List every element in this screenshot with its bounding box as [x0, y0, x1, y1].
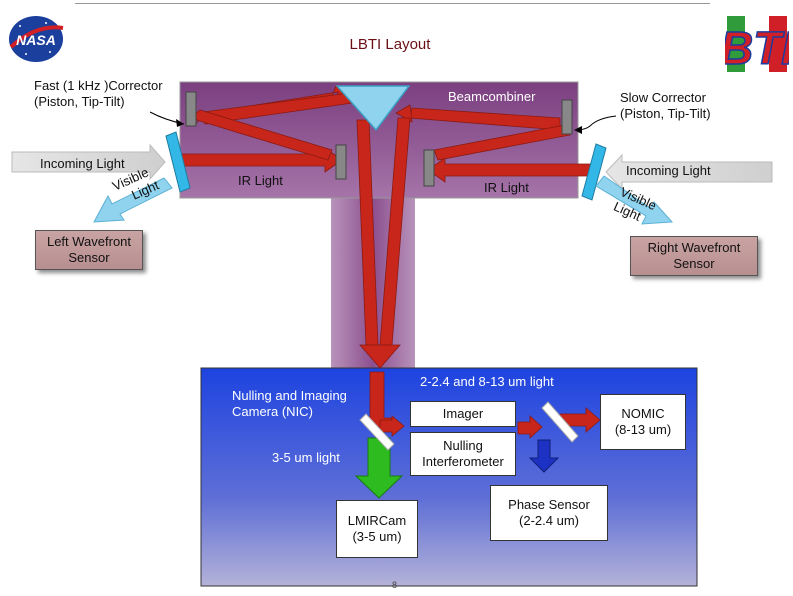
- nic-splitter-2: [541, 401, 579, 443]
- right-wavefront-sensor: Right Wavefront Sensor: [630, 236, 758, 276]
- incoming-light-left-arrow: [11, 143, 166, 181]
- lmircam-box: LMIRCam (3-5 um): [336, 500, 418, 558]
- left-ir-mirror: [335, 144, 347, 180]
- nulling-line2: Interferometer: [422, 454, 504, 469]
- slow-corrector-line2: (Piston, Tip-Tilt): [620, 106, 711, 121]
- imager-label: Imager: [442, 406, 484, 421]
- nasa-logo: NASA: [6, 14, 66, 64]
- lmircam-line1: LMIRCam: [347, 513, 407, 528]
- nomic-line2: (8-13 um): [614, 422, 672, 437]
- left-sensor-line1: Left Wavefront: [46, 234, 132, 249]
- fast-corrector-line2: (Piston, Tip-Tilt): [34, 94, 125, 109]
- nic-light-2-13-label: 2-2.4 and 8-13 um light: [420, 374, 554, 389]
- svg-text:BTI: BTI: [725, 22, 789, 74]
- phase-line1: Phase Sensor: [508, 497, 590, 512]
- slow-corrector-line1: Slow Corrector: [620, 90, 706, 105]
- nomic-box: NOMIC (8-13 um): [600, 394, 686, 450]
- imager-box: Imager: [410, 401, 516, 427]
- beamcombiner-label: Beamcombiner: [448, 89, 536, 104]
- nic-splitter: [359, 413, 395, 451]
- right-ir-mirror: [423, 149, 435, 187]
- phase-sensor-box: Phase Sensor (2-2.4 um): [490, 485, 608, 541]
- visible-light-left-arrow: [93, 177, 173, 223]
- nic-title-line2: Camera (NIC): [232, 404, 313, 419]
- incoming-light-right-arrow: [605, 153, 773, 191]
- lmircam-line2: (3-5 um): [352, 529, 402, 544]
- fast-corrector-line1: Fast (1 kHz )Corrector: [34, 78, 163, 93]
- left-dichroic: [165, 131, 191, 193]
- ir-light-left-label: IR Light: [238, 173, 283, 188]
- ir-light-right-label: IR Light: [484, 180, 529, 195]
- incoming-light-right-label: Incoming Light: [626, 163, 711, 178]
- right-sensor-line2: Sensor: [673, 256, 715, 271]
- svg-text:NASA: NASA: [16, 32, 56, 48]
- right-sensor-line1: Right Wavefront: [647, 240, 741, 255]
- phase-line2: (2-2.4 um): [519, 513, 579, 528]
- slow-corrector-label: Slow Corrector (Piston, Tip-Tilt): [620, 90, 711, 122]
- page-title: LBTI Layout: [349, 36, 431, 53]
- bti-logo: BTI: [719, 14, 793, 75]
- nic-light-3-5-label: 3-5 um light: [272, 450, 340, 465]
- page-number: 8: [392, 580, 398, 590]
- visible-light-right-arrow: [595, 175, 674, 225]
- nulling-line1: Nulling: [443, 438, 483, 453]
- beamcombiner-prism: [335, 85, 411, 132]
- left-sensor-line2: Sensor: [68, 250, 110, 265]
- nic-title: Nulling and Imaging Camera (NIC): [232, 388, 347, 420]
- fast-corrector-mirror: [185, 91, 197, 127]
- slow-corrector-mirror: [561, 99, 573, 135]
- incoming-light-left-label: Incoming Light: [40, 156, 125, 171]
- nic-title-line1: Nulling and Imaging: [232, 388, 347, 403]
- blue-arrow: [528, 439, 560, 473]
- fast-corrector-label: Fast (1 kHz )Corrector (Piston, Tip-Tilt…: [34, 78, 163, 110]
- right-dichroic: [581, 143, 607, 201]
- nomic-line1: NOMIC: [621, 406, 665, 421]
- nulling-interferometer-box: Nulling Interferometer: [410, 432, 516, 476]
- left-wavefront-sensor: Left Wavefront Sensor: [35, 230, 143, 270]
- header-rule: [75, 3, 710, 4]
